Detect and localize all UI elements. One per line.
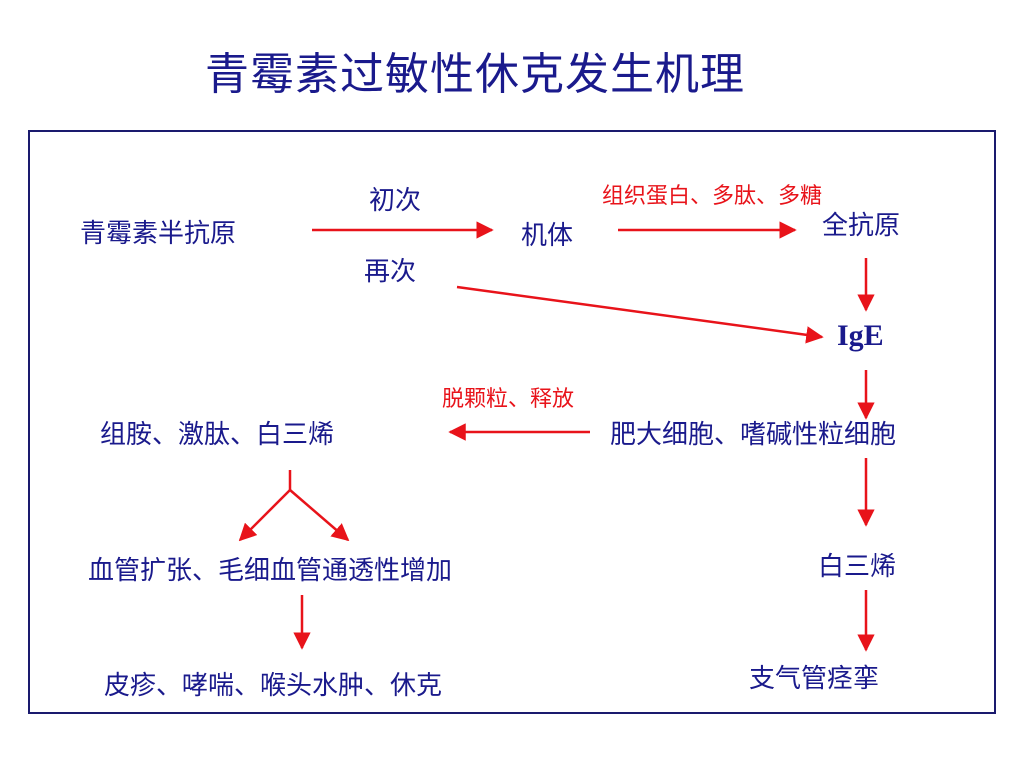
page-title: 青霉素过敏性休克发生机理	[205, 49, 745, 100]
node-mediators: 组胺、激肽、白三烯	[100, 420, 335, 450]
arrow-mediators-branch-left	[238, 489, 291, 542]
label-second-time: 再次	[364, 257, 417, 287]
node-bronchospasm: 支气管痉挛	[749, 664, 880, 694]
diagram-frame	[28, 130, 996, 714]
node-leukotriene: 白三烯	[818, 552, 897, 582]
label-first-time: 初次	[369, 186, 422, 216]
node-hapten: 青霉素半抗原	[80, 219, 237, 249]
node-mast-cells: 肥大细胞、嗜碱性粒细胞	[610, 420, 897, 450]
node-symptoms: 皮疹、哮喘、喉头水肿、休克	[104, 671, 443, 701]
arrow-second-time-to-ige	[456, 285, 824, 344]
label-proteins: 组织蛋白、多肽、多糖	[602, 184, 823, 209]
node-ige: IgE	[837, 319, 884, 352]
label-degranulation: 脱颗粒、释放	[442, 387, 575, 412]
node-full-antigen: 全抗原	[822, 211, 901, 241]
node-vasodilation: 血管扩张、毛细血管通透性增加	[88, 556, 453, 586]
arrow-mediators-branch-right	[289, 489, 350, 542]
node-body: 机体	[521, 221, 574, 251]
